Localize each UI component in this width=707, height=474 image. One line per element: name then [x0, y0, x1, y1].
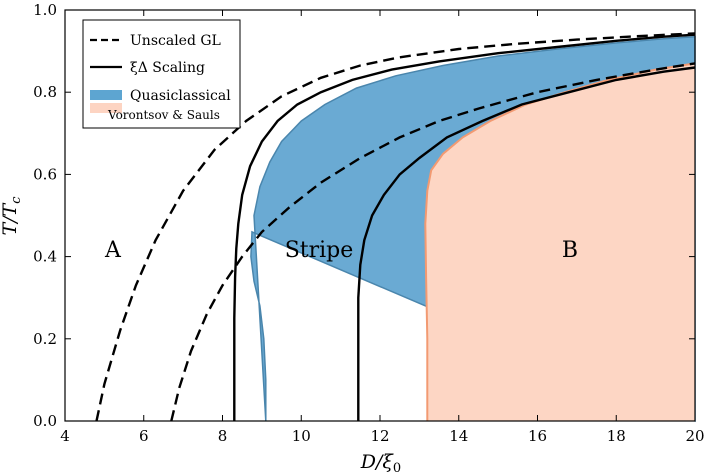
- legend-label-vorontsov: Vorontsov & Sauls: [107, 108, 220, 122]
- x-tick-label: 8: [218, 427, 228, 445]
- y-tick-label: 0.6: [33, 165, 57, 183]
- y-tick-label: 0.8: [33, 83, 57, 101]
- x-tick-label: 14: [449, 427, 468, 445]
- region-label-stripe: Stripe: [285, 238, 354, 263]
- y-tick-label: 0.4: [33, 248, 57, 266]
- xi-delta-scaling-curve-3: [357, 66, 696, 421]
- region-label-a: A: [104, 238, 122, 263]
- xi-delta-scaling-curve-2: [233, 33, 696, 421]
- x-axis-label: D/ξ0: [360, 451, 401, 474]
- unscaled-gl-curve-1: [170, 62, 696, 422]
- x-tick-label: 10: [292, 427, 311, 445]
- fill-layer: [250, 35, 696, 423]
- unscaled-gl-curve-0: [95, 32, 696, 422]
- y-tick-label: 0.0: [33, 412, 57, 430]
- legend-label-quasiclassical: Quasiclassical: [130, 88, 231, 104]
- x-tick-label: 18: [607, 427, 626, 445]
- y-tick-label: 0.2: [33, 330, 57, 348]
- region-label-b: B: [562, 238, 578, 263]
- x-tick-label: 16: [528, 427, 547, 445]
- x-tick-label: 4: [60, 427, 70, 445]
- legend-swatch-vorontsov: [90, 103, 122, 113]
- vorontsov-sauls-boundary: [424, 62, 696, 421]
- y-tick-label: 1.0: [33, 1, 57, 19]
- x-tick-label: 6: [139, 427, 149, 445]
- legend-label-unscaled-gl: Unscaled GL: [130, 33, 221, 49]
- tick-layer: 4 6 8 10 12 14 16 18 20 0.0 0.2 0.4 0.6 0.8 1.0: [33, 1, 704, 445]
- x-tick-label: 12: [370, 427, 389, 445]
- y-axis-label: T/Tc: [0, 196, 24, 236]
- line-layer: [95, 32, 696, 422]
- legend: Unscaled GL ξΔ Scaling Quasiclassical Vo…: [82, 19, 241, 129]
- legend-label-scaling: ξΔ Scaling: [130, 60, 205, 76]
- vorontsov-sauls-b-region: [425, 63, 695, 422]
- legend-swatch-quasiclassical: [90, 90, 122, 100]
- x-tick-label: 20: [685, 427, 704, 445]
